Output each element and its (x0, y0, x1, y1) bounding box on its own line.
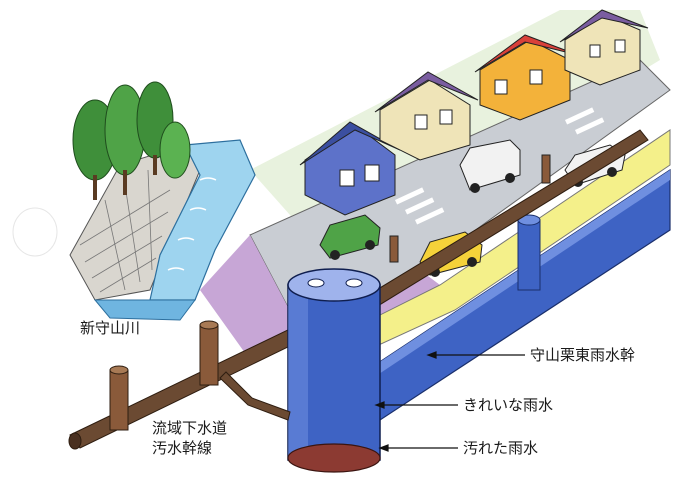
car-green (319, 214, 381, 260)
trees-left (72, 81, 191, 200)
van-white (459, 139, 521, 193)
stormwater-main-label: 守山栗東雨水幹 (530, 346, 636, 364)
dirty-water-pool (287, 443, 381, 473)
sewer-risers (109, 320, 219, 431)
house-cream-1 (374, 71, 479, 161)
river-label: 新守山川 (80, 319, 141, 337)
river-ripples (167, 177, 217, 271)
clean-rainwater-label: きれいな雨水 (463, 396, 554, 414)
stormwater-main-top-highlight (360, 170, 670, 384)
sewer-main-label-line2: 汚水幹線 (152, 439, 213, 457)
sewer-pipe-end (68, 432, 82, 450)
stormwater-riser (517, 214, 541, 291)
sewer-main-label-line1: 流域下水道 (152, 419, 228, 437)
tank-to-sewer-connector (219, 371, 291, 421)
house-blue (299, 121, 401, 216)
house-orange (474, 34, 579, 121)
white-blob (12, 207, 58, 257)
dirty-rainwater-label: 汚れた雨水 (463, 439, 539, 457)
house-cream-2 (559, 9, 649, 86)
walkway (200, 235, 300, 360)
street-posts (389, 154, 551, 263)
crosswalk (394, 107, 605, 225)
separation-tank (287, 268, 381, 473)
river-front-face (93, 299, 196, 321)
label-leaders (374, 351, 525, 452)
